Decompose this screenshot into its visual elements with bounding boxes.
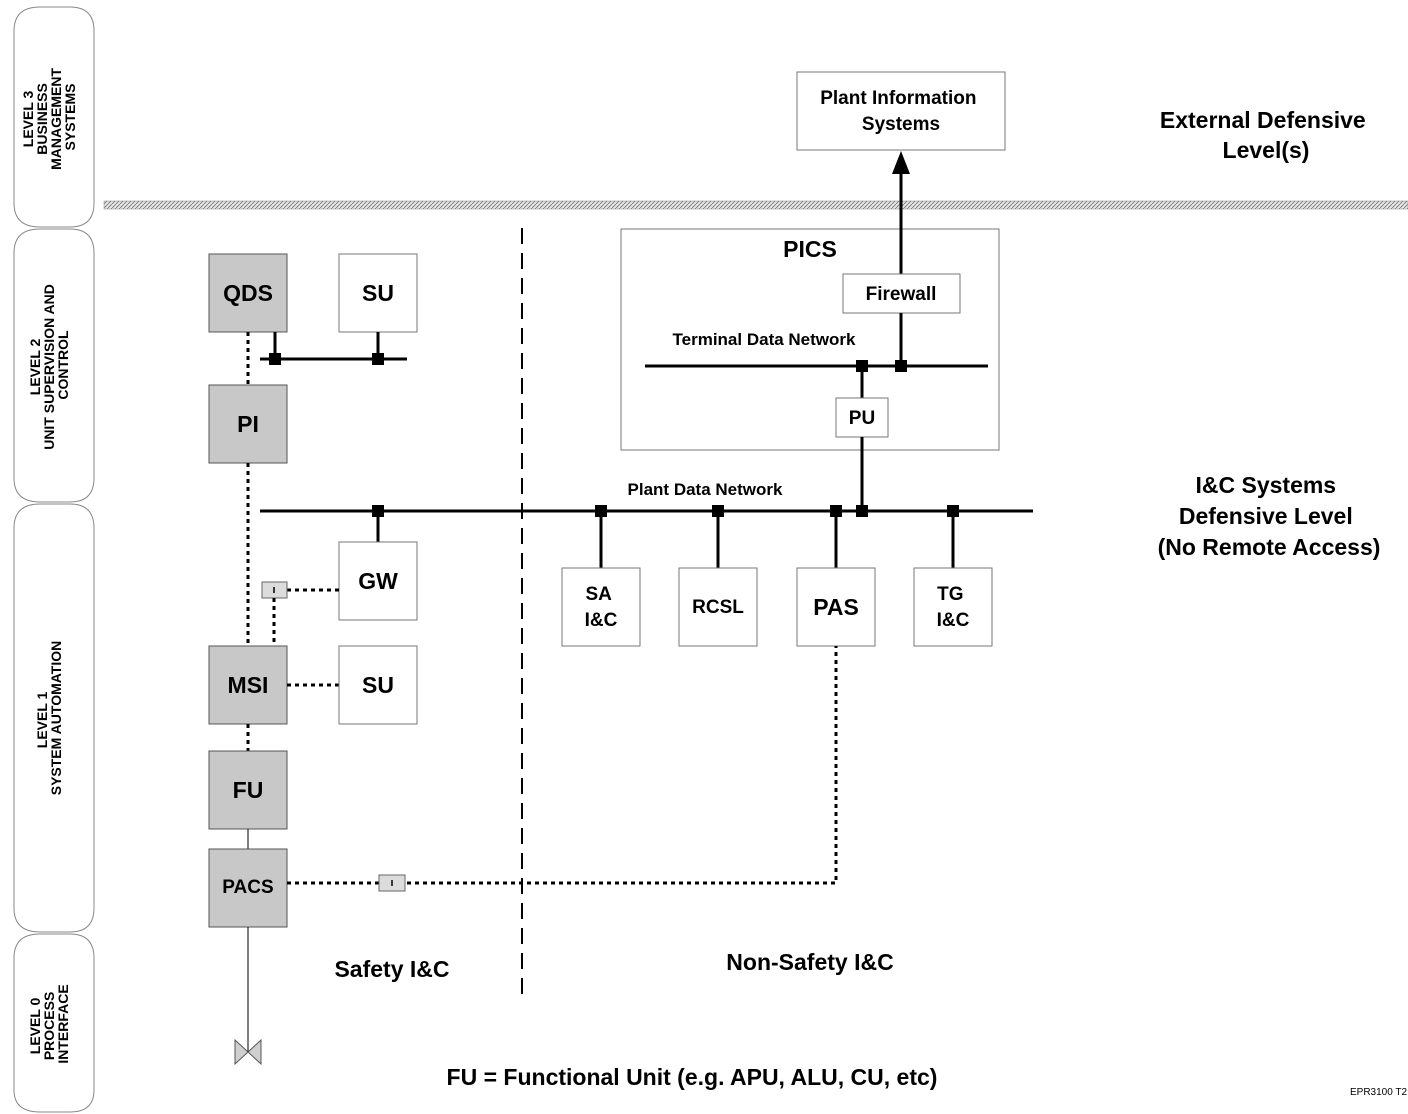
terminal-node-firewall	[895, 360, 907, 372]
pacs-box	[208, 848, 288, 928]
rcsl-plant-node	[712, 505, 724, 517]
su-top-label: SU	[362, 280, 394, 306]
qds-bus-node	[269, 353, 281, 365]
su-bottom-label: SU	[362, 672, 394, 698]
pas-plant-node	[830, 505, 842, 517]
pas-label: PAS	[813, 594, 859, 620]
pacs-to-pas-link	[287, 646, 838, 885]
fu-label: FU	[233, 777, 264, 803]
sa-ic-box	[561, 567, 641, 647]
tg-ic-box	[913, 567, 993, 647]
gw-plant-node	[372, 505, 384, 517]
level-0-label: LEVEL 0 PROCESS INTERFACE	[27, 984, 71, 1063]
rcsl-label: RCSL	[692, 597, 744, 618]
figure-id: EPR3100 T2	[1350, 1087, 1408, 1098]
level-2-label: LEVEL 2 UNIT SUPERVISION AND CONTROL	[27, 280, 71, 450]
ic-defensive-level-label: I&C Systems Defensive Level (No Remote A…	[1158, 472, 1381, 560]
su-bottom-box	[338, 645, 418, 725]
plant-information-systems-box	[796, 71, 1006, 151]
qds-box	[208, 253, 288, 333]
level-tab-0: LEVEL 0 PROCESS INTERFACE	[13, 933, 95, 1113]
level-3-label: LEVEL 3 BUSINESS MANAGEMENT SYSTEMS	[20, 64, 78, 170]
pu-plant-node	[856, 505, 868, 517]
footnote: FU = Functional Unit (e.g. APU, ALU, CU,…	[447, 1064, 938, 1090]
msi-label: MSI	[228, 672, 269, 698]
pics-box	[620, 228, 1000, 451]
pi-box	[208, 384, 288, 464]
defensive-boundary-bar	[103, 200, 1408, 210]
pu-box	[835, 397, 889, 438]
su-top-box	[338, 253, 418, 333]
pi-label: PI	[237, 411, 259, 437]
terminal-data-network-label: Terminal Data Network	[673, 330, 857, 349]
pu-label: PU	[849, 408, 875, 429]
sa-ic-plant-node	[595, 505, 607, 517]
sa-ic-label: SA I&C	[585, 584, 618, 631]
fu-box	[208, 750, 288, 830]
firewall-label: Firewall	[866, 284, 937, 305]
gw-label: GW	[358, 568, 398, 594]
tg-ic-plant-node	[947, 505, 959, 517]
level-tab-1: LEVEL 1 SYSTEM AUTOMATION	[13, 503, 95, 933]
firewall-box	[842, 273, 961, 314]
uplink-arrowhead	[892, 151, 910, 174]
level-tab-3: LEVEL 3 BUSINESS MANAGEMENT SYSTEMS	[13, 6, 95, 228]
pics-label: PICS	[783, 236, 837, 262]
su-top-bus-node	[372, 353, 384, 365]
external-defensive-level-label: External Defensive Level(s)	[1160, 107, 1372, 163]
level-1-label: LEVEL 1 SYSTEM AUTOMATION	[34, 641, 64, 796]
tg-ic-label: TG I&C	[937, 584, 970, 631]
gw-box	[338, 541, 418, 621]
plant-information-systems-label: Plant Information Systems	[820, 88, 982, 135]
safety-ic-label: Safety I&C	[334, 956, 449, 982]
qds-label: QDS	[223, 280, 273, 306]
valve-icon	[234, 1038, 262, 1066]
level-tab-2: LEVEL 2 UNIT SUPERVISION AND CONTROL	[13, 228, 95, 503]
pas-box	[796, 567, 876, 647]
plant-data-network-label: Plant Data Network	[628, 480, 783, 499]
pacs-label: PACS	[222, 877, 273, 898]
rcsl-box	[678, 567, 758, 647]
non-safety-ic-label: Non-Safety I&C	[726, 949, 893, 975]
